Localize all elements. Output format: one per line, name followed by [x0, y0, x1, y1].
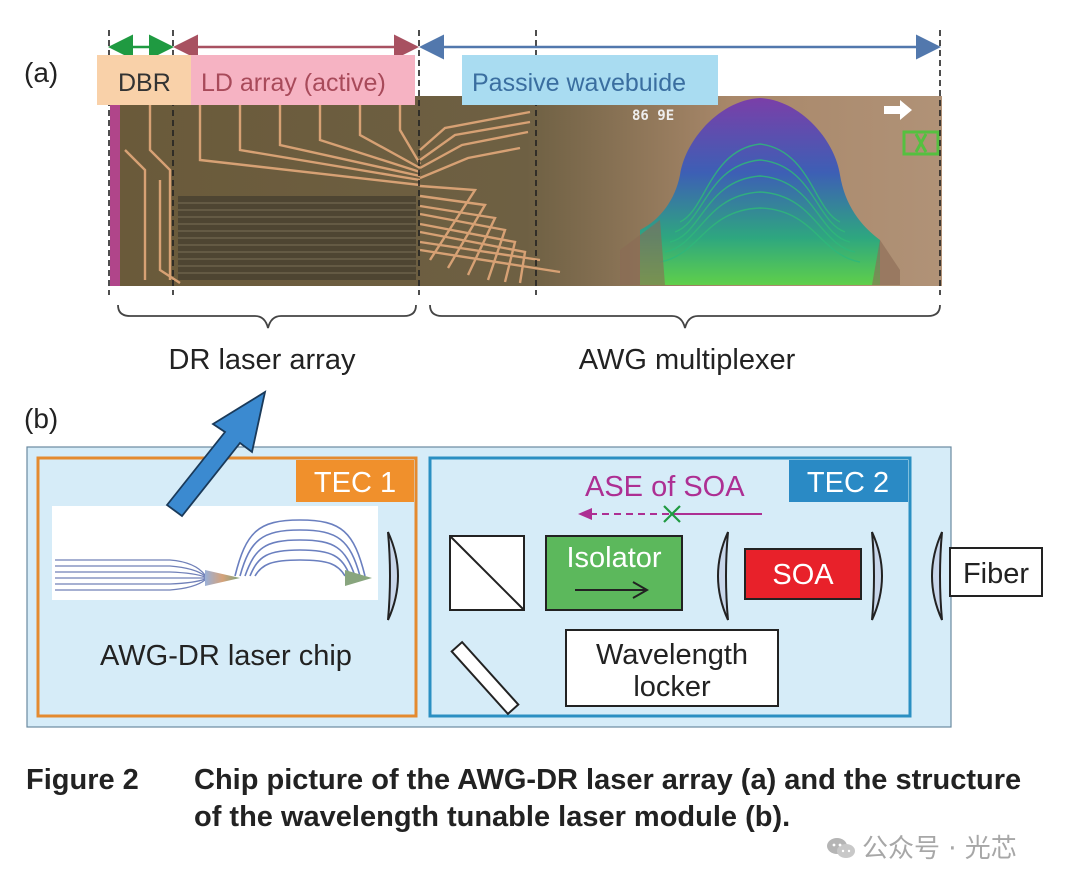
- electrode-traces: [124, 100, 561, 285]
- soa-box: [744, 548, 862, 600]
- alignment-mark-icon: [902, 130, 940, 156]
- awg-dr-chip-schematic: [52, 506, 378, 600]
- chip-label: AWG-DR laser chip: [100, 640, 352, 672]
- tec2-label: TEC 2: [807, 467, 889, 499]
- awg-multiplexer-brace: [429, 304, 941, 329]
- watermark: 公众号 · 光芯: [826, 828, 1017, 865]
- dbr-label-bg: [97, 55, 191, 105]
- tec2-box: [428, 456, 912, 718]
- arrow-right-icon: [884, 100, 912, 120]
- ase-arrowhead: [578, 508, 592, 520]
- lens-3: [871, 531, 883, 621]
- isolator-label: Isolator: [566, 542, 661, 574]
- awg-multiplexer-label: AWG multiplexer: [579, 344, 796, 376]
- awg-structure: [620, 98, 900, 285]
- figure-canvas: (a): [24, 30, 1043, 728]
- zoom-arrow: [165, 390, 267, 518]
- fiber-label: Fiber: [963, 558, 1029, 590]
- figure-caption-text: Chip picture of the AWG-DR laser array (…: [194, 764, 1022, 833]
- panel-b-label: (b): [24, 403, 58, 434]
- figure-number: Figure 2: [26, 764, 139, 796]
- passive-label: Passive wavebuide: [472, 69, 686, 97]
- lens-4: [931, 531, 943, 621]
- tec2-label-bg: [789, 460, 908, 502]
- ld-array-label: LD array (active): [201, 69, 386, 97]
- dr-laser-array-label: DR laser array: [169, 344, 356, 376]
- isolator: [545, 535, 683, 611]
- wavelength-locker-line2: locker: [633, 671, 711, 703]
- wechat-icon: [827, 838, 855, 858]
- panel-a-label: (a): [24, 57, 58, 88]
- ase-label: ASE of SOA: [585, 471, 745, 503]
- beam-splitter: [449, 535, 525, 611]
- watermark-text: 公众号 · 光芯: [862, 834, 1017, 864]
- dr-laser-array-brace: [117, 304, 417, 329]
- chip-photo: 86 9E: [110, 96, 942, 286]
- tec1-label-bg: [296, 460, 414, 502]
- ld-array-label-bg: [191, 55, 415, 105]
- passive-label-bg: [462, 55, 718, 105]
- tec1-label: TEC 1: [314, 467, 396, 499]
- wavelength-locker-box: [565, 629, 779, 707]
- dbr-label: DBR: [118, 69, 171, 97]
- soa-label: SOA: [772, 559, 834, 591]
- fiber-box: [949, 547, 1043, 597]
- blocked-x-icon: [663, 505, 681, 523]
- mirror: [450, 640, 520, 716]
- grating-lines: [178, 202, 416, 274]
- lens-2: [717, 531, 729, 621]
- chip-marking: 86 9E: [632, 108, 674, 124]
- wavelength-locker-line1: Wavelength: [596, 639, 748, 671]
- lens-1: [387, 531, 399, 621]
